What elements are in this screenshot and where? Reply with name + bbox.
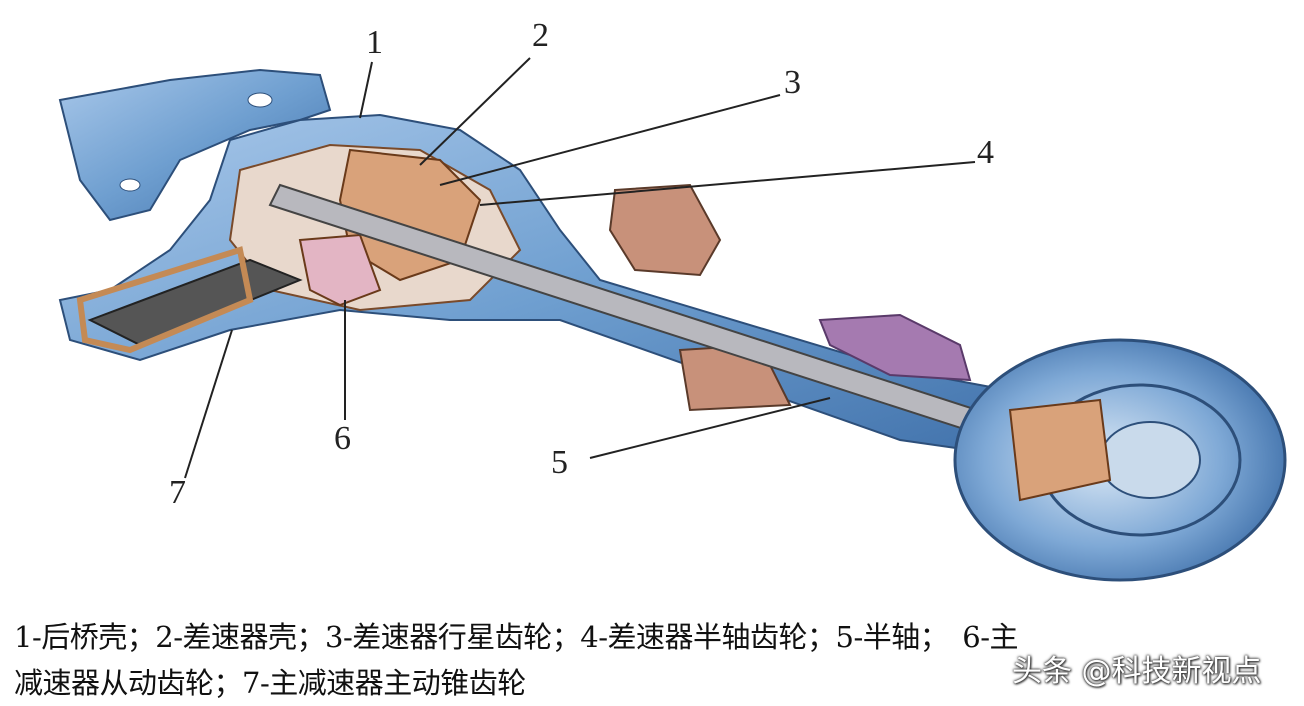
caption-line-1: 1-后桥壳；2-差速器壳；3-差速器行星齿轮；4-差速器半轴齿轮；5-半轴； 6… [14,620,1019,654]
upper-spring-seat [608,183,722,277]
label-5: 5 [551,444,568,481]
pinion-housing [76,246,254,354]
label-7: 7 [169,474,186,511]
label-3: 3 [784,64,801,101]
label-6: 6 [334,420,351,457]
rear-axle-cutaway-illustration [58,57,1287,582]
caption-line-2: 减速器从动齿轮；7-主减速器主动锥齿轮 [14,666,526,700]
label-2: 2 [532,17,549,54]
label-4: 4 [977,134,994,171]
watermark: 头条 @科技新视点 [1012,654,1262,689]
shock-mount [818,313,972,382]
hub [1008,398,1112,502]
driven-gear [298,233,382,307]
leader-lines [184,57,976,479]
label-1: 1 [366,24,383,61]
